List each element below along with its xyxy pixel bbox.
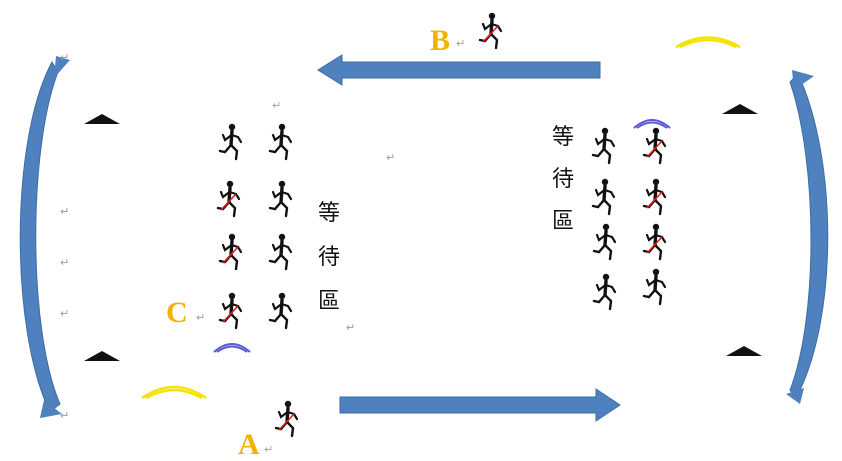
running-person-icon (480, 13, 501, 48)
running-person-icon (642, 267, 667, 306)
running-person-icon (644, 179, 665, 214)
label-c: C (166, 296, 188, 329)
running-person-icon (644, 128, 665, 163)
curved-arrow-icon (19, 56, 70, 418)
running-person-icon (591, 177, 616, 216)
paragraph-mark: ↵ (456, 37, 466, 50)
running-person-icon (276, 401, 297, 436)
paragraph-mark: ↵ (60, 256, 70, 269)
blue-arc-marker (213, 119, 671, 353)
flow-arrow-icon (339, 388, 621, 422)
left-runner-group (218, 122, 293, 330)
paragraph-mark: ↵ (60, 51, 70, 64)
paragraph-mark: ↵ (60, 409, 70, 422)
yellow-arc-marker (141, 36, 741, 400)
waiting-area-char: 等 (318, 201, 341, 226)
cone-marker-icon (84, 351, 120, 361)
waiting-area-char: 區 (552, 209, 575, 234)
paragraph-mark: ↵ (346, 321, 356, 334)
running-person-icon (268, 232, 293, 271)
right-runner-group (591, 126, 667, 311)
running-person-icon (220, 234, 241, 269)
paragraph-mark: ↵ (386, 151, 396, 164)
waiting-area-char: 待 (318, 245, 341, 270)
waiting-area-char: 待 (552, 167, 575, 192)
paragraph-mark: ↵ (60, 307, 70, 320)
flow-arrow-icon (317, 54, 601, 86)
running-person-icon (218, 122, 243, 161)
cone-marker-icon (84, 114, 120, 124)
running-person-icon (268, 179, 293, 218)
paragraph-mark: ↵ (196, 311, 206, 324)
paragraph-mark: ↵ (272, 99, 282, 112)
running-person-icon (644, 224, 665, 259)
running-person-icon (218, 181, 239, 216)
running-person-icon (592, 272, 617, 311)
waiting-area-char: 等 (552, 125, 575, 150)
running-person-icon (268, 291, 293, 330)
running-person-icon (592, 222, 617, 261)
label-b: B (430, 24, 451, 57)
paragraph-mark: ↵ (60, 205, 70, 218)
running-person-icon (220, 293, 241, 328)
waiting-area-label-left: 等 待 區 (318, 202, 340, 334)
cone-marker-icon (726, 346, 762, 356)
waiting-area-label-right: 等 待 區 (552, 126, 574, 252)
cone-marker-icon (722, 104, 758, 114)
running-person-icon (268, 122, 293, 161)
paragraph-mark: ↵ (264, 443, 274, 456)
curved-arrow-icon (786, 70, 829, 404)
label-a: A (238, 428, 260, 461)
running-person-icon (591, 126, 616, 165)
waiting-area-char: 區 (318, 289, 341, 314)
